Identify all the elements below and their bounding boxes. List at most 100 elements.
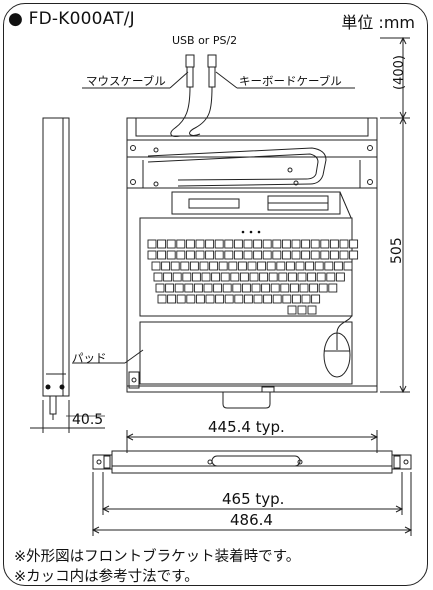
pad-label: パッド <box>72 351 107 365</box>
note-line-2: ※カッコ内は参考寸法です。 <box>14 569 199 585</box>
keyboard-key <box>184 283 194 293</box>
keyboard-key <box>199 261 209 271</box>
keyboard-key <box>163 272 173 282</box>
keyboard-key <box>278 272 288 282</box>
keyboard-key <box>307 272 317 282</box>
keyboard-key <box>232 283 242 293</box>
keyboard-key <box>295 261 305 271</box>
keyboard-key <box>195 239 205 249</box>
keyboard-key <box>301 250 311 260</box>
keyboard-key <box>166 250 176 260</box>
keyboard-key <box>224 294 234 304</box>
keyboard-key <box>259 272 269 282</box>
keyboard-key <box>233 239 243 249</box>
keyboard-key <box>180 261 190 271</box>
keyboard-key <box>147 239 157 249</box>
keyboard-key <box>349 250 359 260</box>
keyboard-key <box>335 272 345 282</box>
keyboard-key <box>301 294 311 304</box>
keyboard-key <box>310 239 320 249</box>
keyboard-key <box>185 250 195 260</box>
keyboard-key <box>349 239 359 249</box>
keyboard-key <box>329 239 339 249</box>
keyboard-key <box>209 261 219 271</box>
keyboard-key <box>172 272 182 282</box>
overall-width-dimension: 486.4 <box>230 511 273 529</box>
keyboard-key <box>233 250 243 260</box>
keyboard-key <box>268 272 278 282</box>
arrow-key <box>287 305 297 315</box>
keyboard-cable-label: キーボードケーブル <box>239 74 342 88</box>
keyboard-key <box>243 250 253 260</box>
keyboard-key <box>218 261 228 271</box>
keyboard-key <box>343 261 353 271</box>
mouse-cable-label: マウスケーブル <box>86 74 166 88</box>
keyboard-key <box>318 283 328 293</box>
keyboard-key <box>243 294 253 304</box>
keyboard-key <box>257 261 267 271</box>
keyboard-key <box>193 283 203 293</box>
keyboard-key <box>333 261 343 271</box>
keyboard-key <box>170 261 180 271</box>
keyboard-key <box>195 294 205 304</box>
keyboard-key <box>282 294 292 304</box>
keyboard-key <box>326 272 336 282</box>
keyboard-key <box>147 250 157 260</box>
keyboard-key <box>176 294 186 304</box>
depth-ref-dimension: (400) <box>392 55 407 90</box>
keyboard-key <box>203 283 213 293</box>
keyboard-key <box>309 283 319 293</box>
keyboard-key <box>270 283 280 293</box>
keyboard-key <box>151 261 161 271</box>
keyboard-key <box>243 239 253 249</box>
keyboard-key <box>224 250 234 260</box>
keyboard-key <box>266 261 276 271</box>
keyboard-key <box>165 283 175 293</box>
keyboard-key <box>262 239 272 249</box>
arrow-key <box>307 305 317 315</box>
keyboard-key <box>262 250 272 260</box>
bracket-bottom-view <box>92 450 412 474</box>
keyboard-key <box>289 283 299 293</box>
keyboard-key <box>287 272 297 282</box>
keyboard-key <box>174 283 184 293</box>
keyboard-key <box>176 239 186 249</box>
keyboard-key <box>297 272 307 282</box>
keyboard-key <box>213 283 223 293</box>
keyboard-key <box>339 239 349 249</box>
keyboard-key <box>191 272 201 282</box>
keyboard-key <box>299 283 309 293</box>
keyboard-key <box>161 261 171 271</box>
keyboard-key <box>195 250 205 260</box>
keyboard-key <box>328 283 338 293</box>
keyboard-key <box>305 261 315 271</box>
keyboard-key <box>253 239 263 249</box>
keyboard-key <box>311 294 321 304</box>
keyboard-key <box>205 250 215 260</box>
keyboard-key <box>324 261 334 271</box>
connector-label: USB or PS/2 <box>172 34 238 47</box>
model-title: ● FD-K000AT/J <box>8 9 135 29</box>
side-view <box>42 117 70 420</box>
unit-front-view <box>126 54 378 409</box>
keyboard-key <box>272 294 282 304</box>
keyboard-key <box>157 250 167 260</box>
keyboard-key <box>281 239 291 249</box>
keyboard-key <box>167 294 177 304</box>
keyboard-key <box>276 261 286 271</box>
keyboard-key <box>285 261 295 271</box>
keyboard-key <box>320 250 330 260</box>
keyboard-key <box>153 272 163 282</box>
keyboard-key <box>247 261 257 271</box>
keyboard-key <box>280 283 290 293</box>
keyboard-key <box>155 283 165 293</box>
arrow-key <box>297 305 307 315</box>
keyboard-keys <box>147 239 359 315</box>
keyboard-key <box>316 272 326 282</box>
keyboard-key <box>241 283 251 293</box>
height-dimension: 505 <box>389 237 405 264</box>
keyboard-key <box>222 283 232 293</box>
keyboard-key <box>263 294 273 304</box>
keyboard-key <box>205 239 215 249</box>
